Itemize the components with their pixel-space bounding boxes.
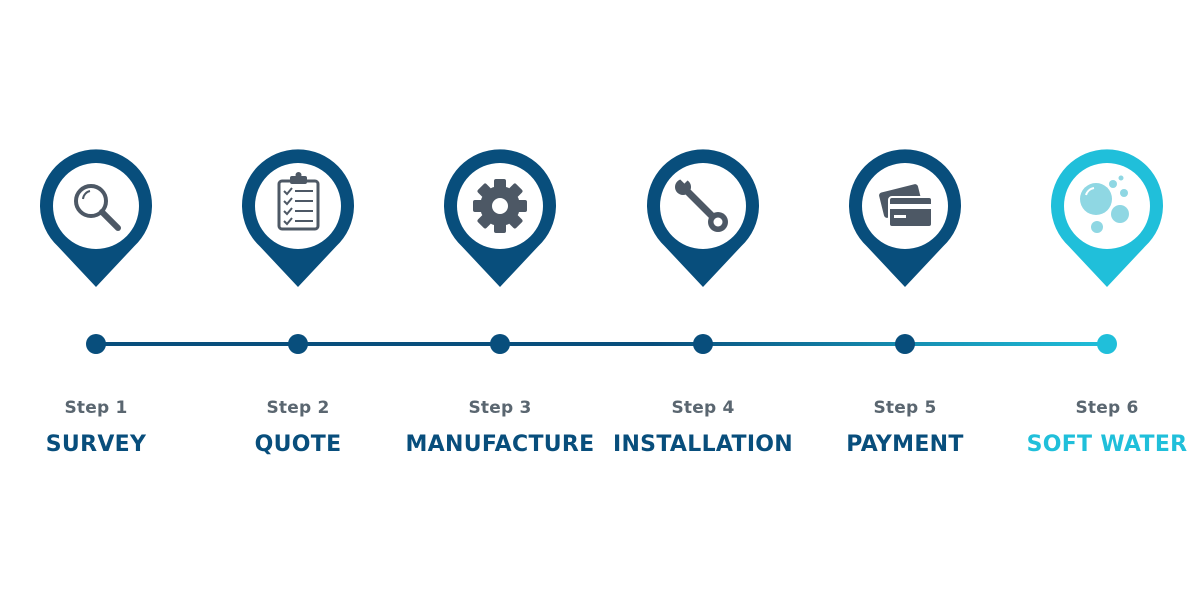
timeline-dot-5 [895, 334, 915, 354]
step-5-marker [848, 149, 961, 354]
step-4-marker [647, 149, 759, 354]
step-3-title: MANUFACTURE [405, 432, 595, 457]
timeline-dot-6 [1097, 334, 1117, 354]
step-2-title: QUOTE [254, 432, 342, 457]
timeline-dot-1 [86, 334, 106, 354]
step-1-title: SURVEY [45, 432, 147, 457]
wrench-icon [675, 173, 728, 232]
step-2-number: Step 2 [266, 398, 330, 418]
step-6-marker [1050, 149, 1163, 354]
step-6-number: Step 6 [1075, 398, 1139, 418]
timeline-dot-3 [490, 334, 510, 354]
step-5-number: Step 5 [873, 398, 937, 418]
step-4-title: INSTALLATION [612, 432, 794, 457]
step-3-marker [444, 149, 556, 354]
timeline-dot-4 [693, 334, 713, 354]
credit-card-icon [879, 184, 933, 228]
gear-icon [473, 179, 527, 233]
step-4-number: Step 4 [671, 398, 735, 418]
timeline-dot-2 [288, 334, 308, 354]
magnifier-icon [74, 184, 121, 231]
step-2-marker [242, 149, 355, 354]
step-1-marker [40, 149, 153, 354]
step-5-title: PAYMENT [846, 432, 964, 457]
water-bubbles-icon [1080, 175, 1129, 233]
step-3-number: Step 3 [468, 398, 532, 418]
clipboard-checklist-icon [277, 172, 320, 231]
step-6-title: SOFT WATER [1026, 432, 1188, 457]
step-1-number: Step 1 [64, 398, 128, 418]
